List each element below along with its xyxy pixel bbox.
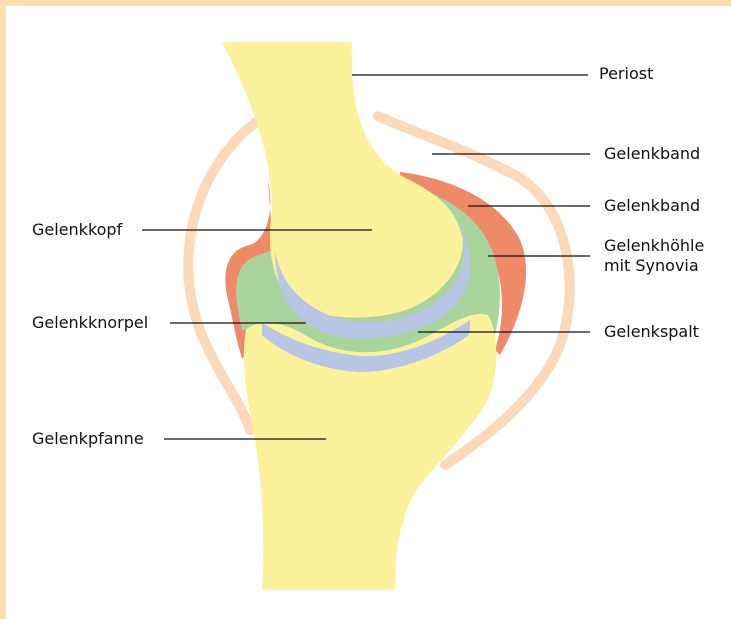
- label-gelenkkopf: Gelenkkopf: [32, 220, 122, 240]
- label-gelenkhoehle-line2: mit Synovia: [604, 256, 699, 276]
- label-gelenkknorpel: Gelenkknorpel: [32, 313, 148, 333]
- label-gelenkhoehle-line1: Gelenkhöhle: [604, 236, 704, 256]
- label-gelenkband-inner: Gelenkband: [604, 196, 700, 216]
- label-gelenkband-outer: Gelenkband: [604, 144, 700, 164]
- label-gelenkspalt: Gelenkspalt: [604, 322, 699, 342]
- label-gelenkpfanne: Gelenkpfanne: [32, 429, 144, 449]
- label-periost: Periost: [599, 64, 653, 84]
